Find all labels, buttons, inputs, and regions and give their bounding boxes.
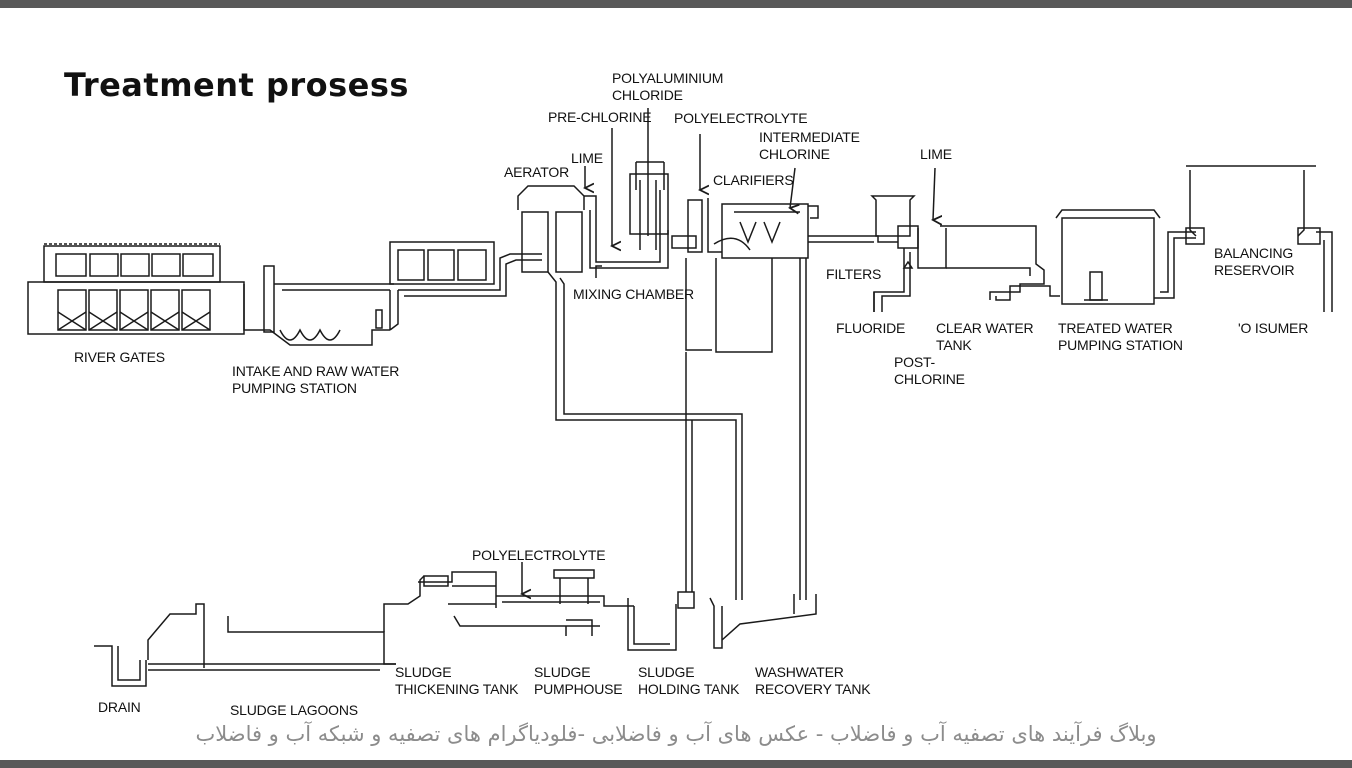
label-drain: DRAIN (98, 699, 141, 715)
filters-structure (870, 195, 919, 312)
label-consumer: 'O ISUMER (1238, 320, 1309, 336)
label-clarifiers: CLARIFIERS (713, 172, 794, 188)
clarifiers-structure (685, 198, 819, 600)
sludge-system (94, 420, 817, 687)
label-intake: INTAKE AND RAW WATER PUMPING STATION (232, 363, 400, 396)
label-intermediate-chlorine: INTERMEDIATE CHLORINE (759, 129, 860, 162)
label-sludge-lagoons: SLUDGE LAGOONS (230, 702, 358, 718)
label-post-chlorine: POST- CHLORINE (894, 354, 965, 387)
label-sludge-thickening: SLUDGE THICKENING TANK (395, 664, 519, 697)
bottom-bar (0, 760, 1352, 768)
river-gates-structure (27, 243, 245, 335)
label-clear-water-tank: CLEAR WATER TANK (936, 320, 1034, 353)
label-pre-chlorine: PRE-CHLORINE (548, 109, 652, 125)
label-filters: FILTERS (826, 266, 882, 282)
dosing-arrows (585, 108, 935, 246)
label-aerator: AERATOR (504, 164, 569, 180)
aerator-structure (517, 185, 743, 600)
page-title: Treatment prosess (64, 66, 409, 104)
label-treated-water: TREATED WATER PUMPING STATION (1058, 320, 1183, 353)
balancing-reservoir-structure (1185, 165, 1333, 312)
clarified-pipe (808, 235, 898, 243)
mixing-chamber-structure (584, 162, 703, 278)
label-balancing-reservoir: BALANCING RESERVOIR (1214, 245, 1295, 278)
label-river-gates: RIVER GATES (74, 349, 165, 365)
intake-structure (243, 241, 495, 346)
footer-watermark: وبلاگ فرآیند های تصفیه آب و فاضلاب - عکس… (195, 722, 1157, 746)
label-polyelectrolyte-top: POLYELECTROLYTE (674, 110, 808, 126)
label-polyaluminium: POLYALUMINIUM CHLORIDE (612, 70, 724, 103)
label-washwater-recovery: WASHWATER RECOVERY TANK (755, 664, 871, 697)
label-sludge-holding: SLUDGE HOLDING TANK (638, 664, 740, 697)
raw-water-pipe (398, 253, 542, 291)
treated-water-station (1055, 209, 1196, 305)
label-polyelectrolyte-bottom: POLYELECTROLYTE (472, 547, 606, 563)
label-lime-2: LIME (920, 146, 952, 162)
top-bar (0, 0, 1352, 8)
label-mixing-chamber: MIXING CHAMBER (573, 286, 694, 302)
clear-water-tank-structure (917, 225, 1060, 301)
label-sludge-pumphouse: SLUDGE PUMPHOUSE (534, 664, 623, 697)
label-lime-1: LIME (571, 150, 603, 166)
label-fluoride: FLUORIDE (836, 320, 906, 336)
